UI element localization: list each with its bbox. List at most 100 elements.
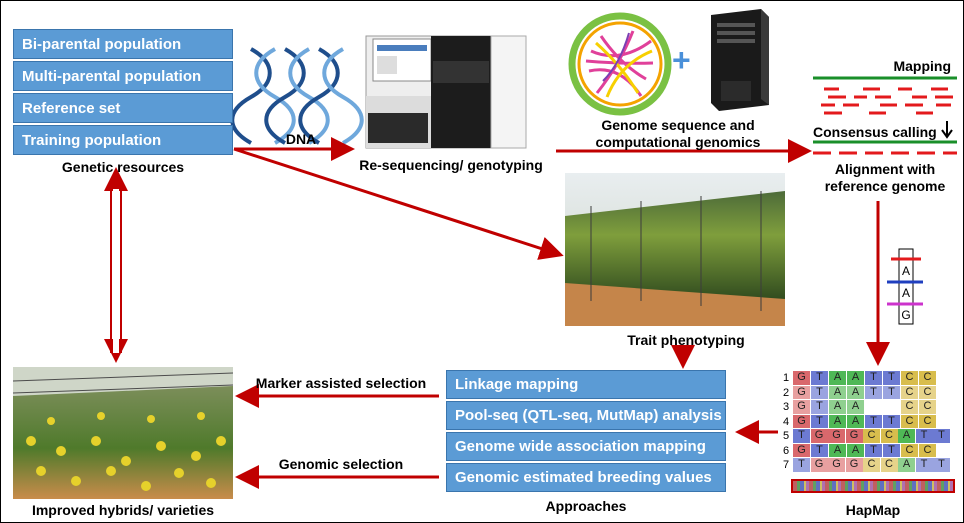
- hapmap-cell: T: [793, 458, 810, 472]
- hapmap-cell: A: [847, 443, 864, 457]
- hapmap-label: HapMap: [845, 502, 901, 518]
- sequencer-icon: [365, 35, 527, 149]
- hapmap-cell: [883, 400, 900, 414]
- arrow-resources-to-phenotyping: [233, 147, 564, 260]
- hapmap-cell: G: [810, 458, 828, 472]
- approach-gebv: Genomic estimated breeding values: [446, 463, 726, 492]
- hapmap-cell: C: [901, 385, 918, 399]
- resource-box-training: Training population: [13, 125, 233, 155]
- hapmap-cell: C: [901, 400, 918, 414]
- circos-plot-icon: [568, 12, 672, 116]
- hapmap-cell: G: [828, 429, 845, 443]
- approaches-label: Approaches: [545, 498, 627, 514]
- dna-label: DNA: [285, 131, 317, 147]
- gs-label: Genomic selection: [278, 456, 404, 472]
- hapmap-cell: T: [933, 429, 950, 443]
- hapmap-bar: [791, 479, 955, 493]
- hapmap-cell: A: [847, 414, 864, 428]
- server-icon: [711, 9, 769, 111]
- plus-icon: +: [672, 42, 691, 78]
- hapmap-cell: T: [865, 414, 882, 428]
- alignment-graphic: [813, 76, 957, 155]
- hapmap-cell: C: [919, 371, 936, 385]
- snp-letter-2: A: [901, 286, 910, 300]
- hapmap-cell: T: [865, 371, 882, 385]
- hapmap-cell: C: [901, 443, 918, 457]
- hapmap-cell: T: [883, 371, 900, 385]
- hapmap-cell: C: [919, 385, 936, 399]
- hapmap-cell: A: [847, 400, 864, 414]
- hapmap-cell: A: [847, 371, 864, 385]
- hapmap-cell: G: [845, 429, 863, 443]
- hapmap-cell: T: [811, 385, 828, 399]
- approach-gwas: Genome wide association mapping: [446, 432, 726, 461]
- hapmap-cell: T: [811, 400, 828, 414]
- hapmap-cell: G: [793, 400, 810, 414]
- phenotyping-photo: [565, 173, 785, 326]
- hapmap-cell: A: [898, 458, 915, 472]
- hapmap-cell: C: [901, 371, 918, 385]
- hapmap-cell: [865, 400, 882, 414]
- hapmap-cell: T: [811, 443, 828, 457]
- hapmap-cell: A: [829, 443, 846, 457]
- hapmap-cell: T: [811, 371, 828, 385]
- hapmap-cell: T: [915, 429, 933, 443]
- resource-box-multi-parental: Multi-parental population: [13, 61, 233, 91]
- hapmap-cell: T: [933, 458, 950, 472]
- mas-label: Marker assisted selection: [255, 375, 427, 391]
- hapmap-cell: C: [901, 414, 918, 428]
- hapmap-cell: T: [915, 458, 933, 472]
- hapmap-row-number: 7: [782, 459, 790, 471]
- hapmap-cell: C: [880, 429, 898, 443]
- hapmap-cell: A: [829, 385, 846, 399]
- snp-letter-1: A: [901, 264, 910, 278]
- hapmap-cell: C: [863, 429, 880, 443]
- hapmap-row-number: 6: [782, 444, 790, 457]
- approach-linkage-mapping: Linkage mapping: [446, 370, 726, 399]
- hapmap-cell: T: [865, 385, 882, 399]
- hapmap-cell: T: [883, 385, 900, 399]
- mapping-label: Mapping: [893, 58, 951, 74]
- approach-pool-seq: Pool-seq (QTL-seq, MutMap) analysis: [446, 401, 726, 430]
- alignment-label: Alignment with reference genome: [824, 161, 946, 194]
- sequencing-label: Re-sequencing/ genotyping: [359, 157, 543, 173]
- hapmap-cell: T: [793, 429, 810, 443]
- hapmap-cell: C: [863, 458, 880, 472]
- hapmap-cell: C: [880, 458, 898, 472]
- hapmap-row-number: 5: [782, 430, 790, 442]
- hapmap-cell: A: [829, 400, 846, 414]
- hapmap-cell: C: [919, 443, 936, 457]
- hapmap-row-number: 1: [782, 372, 790, 384]
- hapmap-cell: C: [919, 400, 936, 414]
- hapmap-cell: T: [811, 414, 828, 428]
- hapmap-row-number: 3: [782, 401, 790, 413]
- trait-phenotyping-label: Trait phenotyping: [627, 332, 745, 348]
- hapmap-cell: G: [793, 385, 810, 399]
- consensus-label: Consensus calling: [813, 124, 937, 140]
- improved-varieties-label: Improved hybrids/ varieties: [31, 502, 215, 518]
- snp-graphic: [887, 248, 923, 325]
- improved-varieties-photo: [12, 367, 234, 499]
- hapmap-cell: T: [883, 443, 900, 457]
- hapmap-cell: A: [829, 371, 846, 385]
- hapmap-cell: G: [828, 458, 845, 472]
- resource-box-bi-parental: Bi-parental population: [13, 29, 233, 59]
- hapmap-cell: G: [793, 443, 810, 457]
- hapmap-cell: C: [919, 414, 936, 428]
- hapmap-cell: G: [793, 371, 810, 385]
- genetic-resources-label: Genetic resources: [61, 159, 185, 175]
- hapmap-cell: T: [865, 443, 882, 457]
- hapmap-cell: A: [829, 414, 846, 428]
- genome-label: Genome sequence and computational genomi…: [595, 117, 761, 150]
- hapmap-cell: A: [847, 385, 864, 399]
- hapmap-cell: G: [845, 458, 863, 472]
- hapmap-cell: T: [883, 414, 900, 428]
- hapmap-row-number: 2: [782, 386, 790, 399]
- hapmap-cell: G: [810, 429, 828, 443]
- resource-box-reference-set: Reference set: [13, 93, 233, 123]
- hapmap-row-number: 4: [782, 415, 790, 428]
- hapmap-cell: G: [793, 414, 810, 428]
